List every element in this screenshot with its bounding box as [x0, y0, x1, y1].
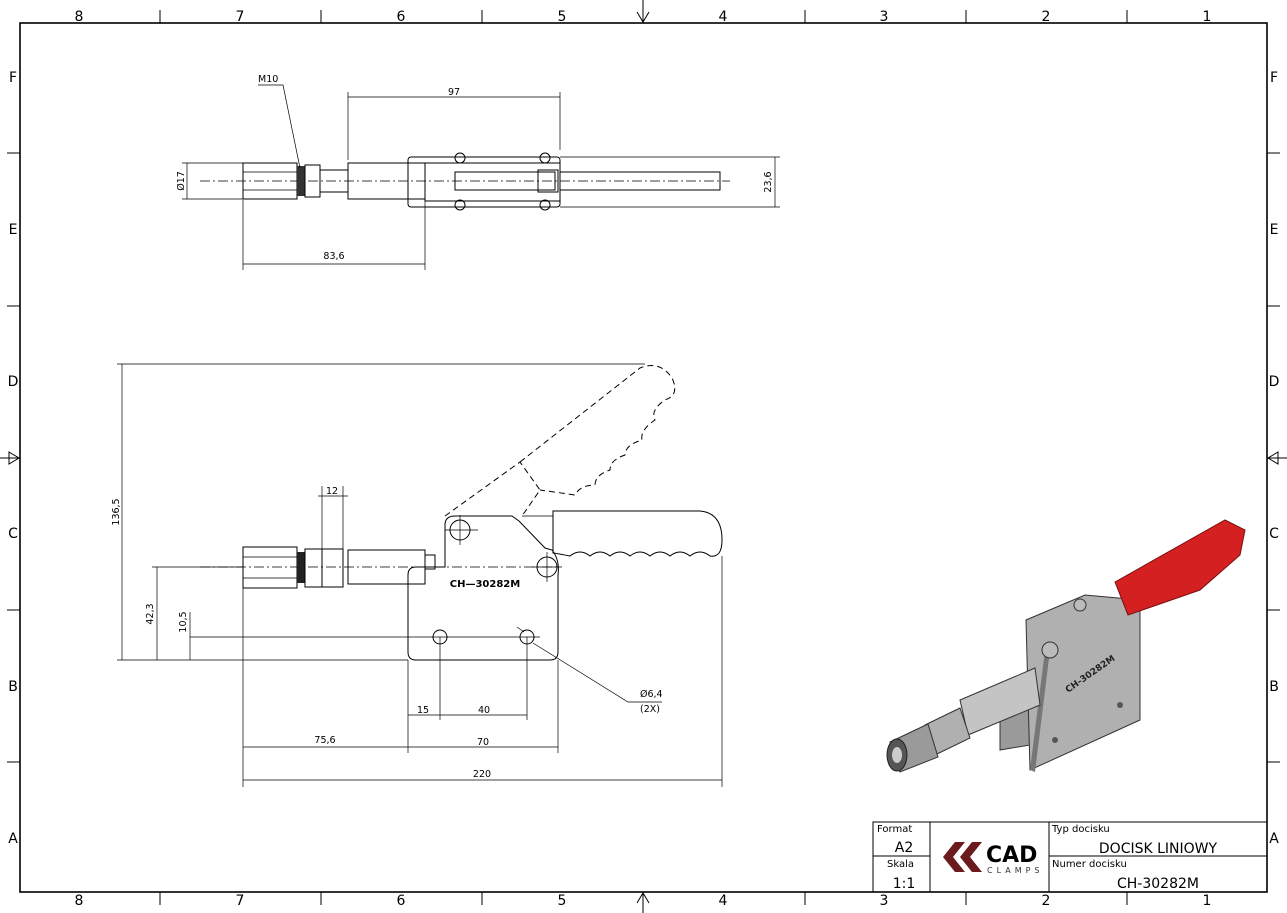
svg-text:D: D [1269, 374, 1280, 390]
svg-text:6: 6 [397, 9, 406, 25]
svg-text:4: 4 [719, 9, 728, 25]
svg-text:5: 5 [558, 9, 567, 25]
svg-text:F: F [9, 70, 17, 86]
svg-text:15: 15 [417, 705, 429, 716]
row-labels: F E D C B A F E D C B A [8, 70, 1280, 847]
svg-text:70: 70 [477, 737, 489, 748]
svg-text:A: A [1269, 831, 1279, 847]
svg-text:1: 1 [1203, 9, 1212, 25]
svg-text:97: 97 [448, 87, 460, 98]
scale-label: Skala [887, 859, 914, 870]
svg-text:Ø6,4: Ø6,4 [640, 689, 663, 700]
svg-text:42,3: 42,3 [145, 603, 156, 624]
svg-text:E: E [9, 222, 18, 238]
svg-text:6: 6 [397, 893, 406, 909]
title-block: Format A2 Skala 1:1 CAD CLAMPS Typ docis… [872, 821, 1268, 893]
svg-text:2: 2 [1042, 9, 1051, 25]
scale-value: 1:1 [893, 876, 916, 892]
top-view: 97 83,6 Ø17 23,6 M10 [176, 74, 780, 270]
number-label: Numer docisku [1052, 859, 1127, 870]
isometric-view: CH-30282M [886, 519, 1246, 773]
svg-text:3: 3 [880, 9, 889, 25]
svg-text:2: 2 [1042, 893, 1051, 909]
svg-text:220: 220 [473, 769, 491, 780]
svg-text:C: C [1269, 526, 1279, 542]
type-value: DOCISK LINIOWY [1099, 841, 1218, 857]
format-label: Format [877, 824, 912, 835]
svg-text:7: 7 [236, 9, 245, 25]
svg-text:CAD: CAD [986, 843, 1037, 868]
svg-text:3: 3 [880, 893, 889, 909]
svg-text:E: E [1270, 222, 1279, 238]
svg-text:(2X): (2X) [640, 704, 660, 715]
svg-text:8: 8 [75, 9, 84, 25]
svg-text:75,6: 75,6 [314, 735, 335, 746]
svg-text:CLAMPS: CLAMPS [987, 866, 1044, 875]
svg-text:7: 7 [236, 893, 245, 909]
svg-text:8: 8 [75, 893, 84, 909]
svg-text:B: B [8, 679, 18, 695]
svg-text:CH—30282M: CH—30282M [450, 579, 520, 590]
format-value: A2 [895, 840, 913, 856]
svg-text:83,6: 83,6 [323, 251, 344, 262]
svg-text:1: 1 [1203, 893, 1212, 909]
svg-text:10,5: 10,5 [178, 611, 189, 632]
svg-text:B: B [1269, 679, 1279, 695]
svg-text:F: F [1270, 70, 1278, 86]
svg-text:D: D [8, 374, 19, 390]
svg-text:5: 5 [558, 893, 567, 909]
svg-text:Ø17: Ø17 [176, 171, 187, 191]
svg-text:40: 40 [478, 705, 490, 716]
side-view: CH—30282M 136,5 42,3 10,5 12 15 40 75,6 … [111, 363, 723, 787]
svg-text:23,6: 23,6 [763, 171, 774, 192]
drawing-frame [19, 22, 1268, 893]
number-value: CH-30282M [1117, 876, 1199, 892]
svg-text:A: A [8, 831, 18, 847]
svg-text:136,5: 136,5 [111, 498, 122, 525]
svg-text:4: 4 [719, 893, 728, 909]
svg-text:12: 12 [326, 486, 338, 497]
type-label: Typ docisku [1051, 824, 1110, 835]
column-labels: 8 7 6 5 4 3 2 1 8 7 6 5 4 3 2 1 [75, 9, 1212, 909]
svg-text:C: C [8, 526, 18, 542]
svg-text:M10: M10 [258, 74, 278, 85]
cad-clamps-logo: CAD CLAMPS [943, 842, 1044, 875]
